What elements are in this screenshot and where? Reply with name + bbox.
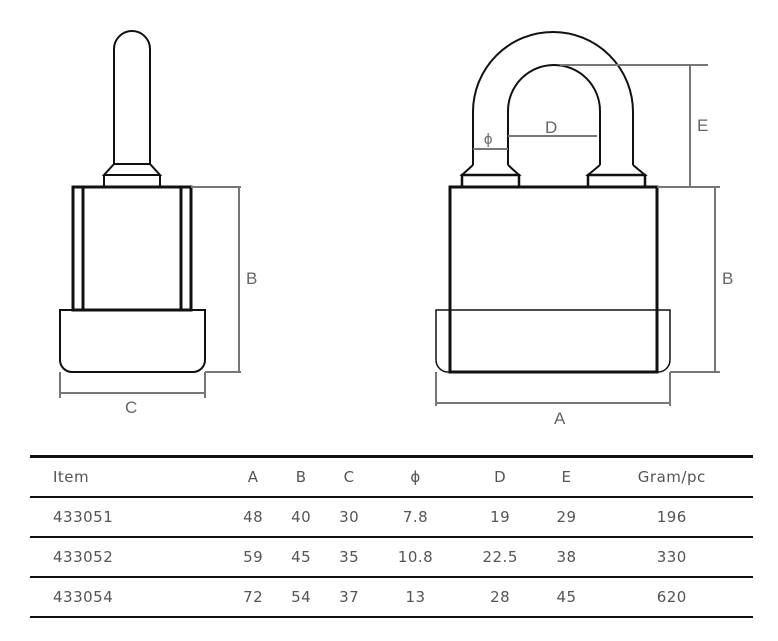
- header-d: D: [457, 455, 543, 498]
- cell: 433052: [30, 537, 230, 578]
- cell: 28: [457, 577, 543, 618]
- table-row: 433052 59 45 35 10.8 22.5 38 330: [30, 537, 753, 578]
- cell: 37: [325, 577, 374, 618]
- cell: 22.5: [457, 537, 543, 578]
- dim-label-d: D: [545, 118, 557, 137]
- cell: 59: [229, 537, 278, 578]
- cell: 45: [277, 537, 326, 578]
- cell: 19: [457, 497, 543, 538]
- cell: 72: [229, 577, 278, 618]
- side-collar: [101, 163, 163, 187]
- cell: 30: [325, 497, 374, 538]
- header-c: C: [325, 455, 374, 498]
- header-a: A: [229, 455, 278, 498]
- table-row: 433051 48 40 30 7.8 19 29 196: [30, 497, 753, 538]
- front-view: [435, 31, 671, 374]
- front-dimensions: [435, 64, 720, 406]
- cell: 35: [325, 537, 374, 578]
- dim-label-e: E: [697, 116, 708, 135]
- dim-label-phi: ϕ: [484, 131, 492, 148]
- header-e: E: [542, 455, 591, 498]
- side-dimensions: [59, 186, 241, 398]
- cell: 54: [277, 577, 326, 618]
- padlock-drawing: B C E B A D ϕ: [59, 30, 733, 428]
- header-gram: Gram/pc: [590, 455, 753, 498]
- cell: 13: [373, 577, 458, 618]
- header-phi: ϕ: [373, 455, 458, 498]
- cell: 48: [229, 497, 278, 538]
- header-b: B: [277, 455, 326, 498]
- table-row: 433054 72 54 37 13 28 45 620: [30, 577, 753, 618]
- dim-label-b-side: B: [246, 269, 257, 288]
- table-header-row: Item A B C ϕ D E Gram/pc: [30, 455, 753, 498]
- cell: 620: [590, 577, 753, 618]
- cell: 40: [277, 497, 326, 538]
- cell: 7.8: [373, 497, 458, 538]
- cell: 38: [542, 537, 591, 578]
- side-shackle: [113, 30, 151, 164]
- dim-label-b-front: B: [722, 269, 733, 288]
- cell: 29: [542, 497, 591, 538]
- cell: 433051: [30, 497, 230, 538]
- cell: 330: [590, 537, 753, 578]
- header-item: Item: [30, 455, 230, 498]
- front-body: [448, 185, 659, 374]
- front-bumper: [435, 309, 671, 373]
- dim-label-c: C: [125, 398, 137, 417]
- cell: 10.8: [373, 537, 458, 578]
- side-bumper: [59, 309, 206, 373]
- side-view: [59, 30, 206, 373]
- cell: 196: [590, 497, 753, 538]
- cell: 45: [542, 577, 591, 618]
- front-shackle: [472, 31, 634, 165]
- cell: 433054: [30, 577, 230, 618]
- side-body: [71, 185, 193, 312]
- spec-table: Item A B C ϕ D E Gram/pc 433051 48 40 30…: [30, 455, 753, 618]
- dim-label-a: A: [554, 409, 566, 428]
